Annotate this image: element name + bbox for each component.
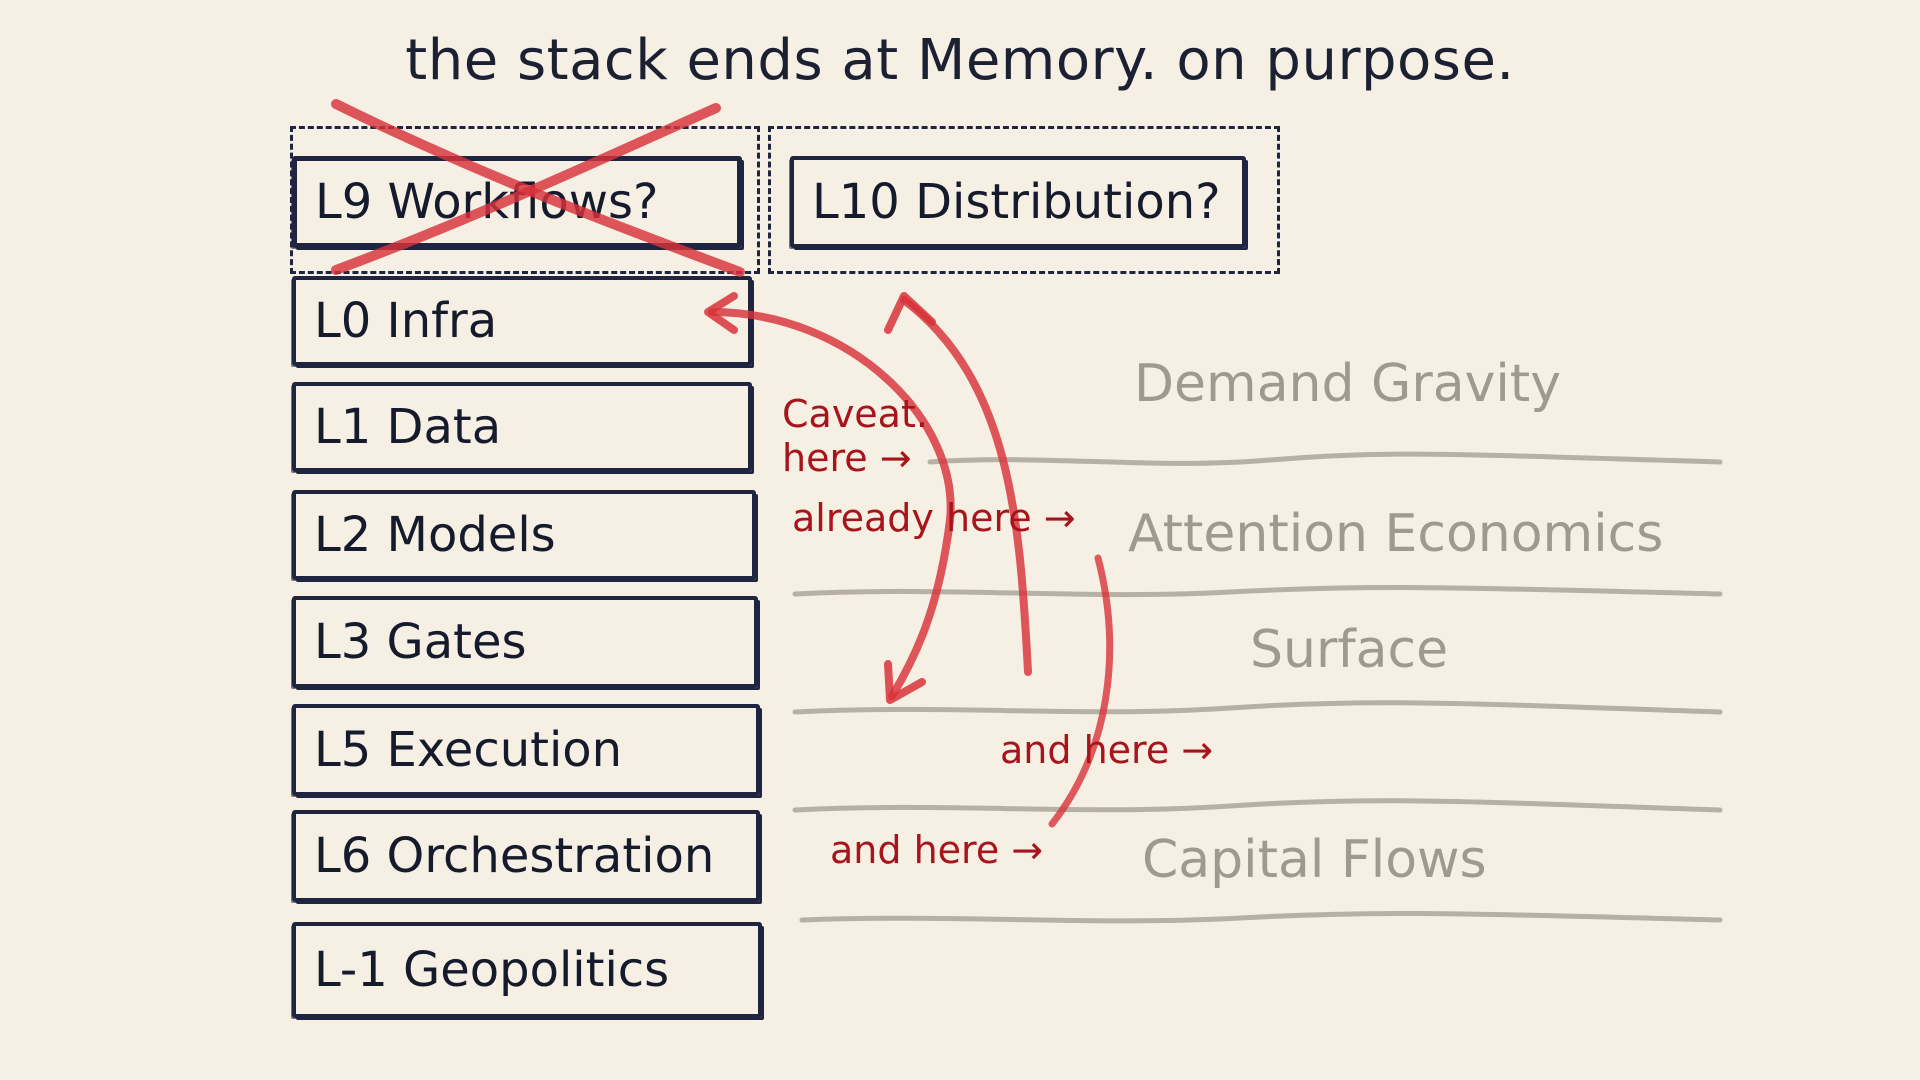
rejected-group-right [768, 126, 1280, 274]
stack-layer-execution: L5 Execution [292, 704, 760, 796]
band-label-surface: Surface [1250, 620, 1449, 680]
band-divider-3 [792, 700, 1723, 715]
band-divider-1 [927, 451, 1723, 466]
stack-layer-infra: L0 Infra [292, 276, 752, 366]
stack-layer-models: L2 Models [292, 490, 756, 580]
rejected-layer-distribution: L10 Distribution? [790, 156, 1246, 248]
stack-layer-infra-label: L0 Infra [314, 293, 498, 349]
stack-layer-orchestration: L6 Orchestration [292, 810, 760, 902]
stack-layer-gates: L3 Gates [292, 596, 758, 688]
annotation-caveat-line1: Caveat. [782, 392, 928, 436]
band-label-demand-gravity: Demand Gravity [1134, 354, 1561, 414]
rejected-layer-distribution-label: L10 Distribution? [812, 174, 1221, 230]
annotation-caveat-line2: here → [782, 436, 912, 480]
annotation-already-here: already here → [792, 496, 1076, 540]
stack-layer-data-label: L1 Data [314, 399, 502, 455]
arrow-head-outer [884, 292, 936, 334]
arrow-arc-lower [1048, 554, 1114, 828]
stack-layer-data: L1 Data [292, 382, 752, 472]
annotation-and-here-2: and here → [830, 828, 1044, 872]
arrow-head-inner [884, 660, 926, 704]
annotation-caveat: Caveat. here → [782, 392, 928, 480]
band-divider-2 [792, 585, 1723, 598]
band-divider-5 [799, 911, 1723, 924]
stack-layer-orchestration-label: L6 Orchestration [314, 828, 715, 884]
rejected-layer-workflows: L9 Workflows? [292, 156, 742, 248]
stack-layer-geopolitics: L-1 Geopolitics [292, 922, 762, 1018]
stack-layer-geopolitics-label: L-1 Geopolitics [314, 942, 670, 998]
band-label-capital-flows: Capital Flows [1142, 830, 1487, 890]
stack-layer-execution-label: L5 Execution [314, 722, 623, 778]
rejected-layer-workflows-label: L9 Workflows? [315, 174, 659, 230]
band-label-attention-economics: Attention Economics [1128, 504, 1664, 564]
annotation-and-here-1: and here → [1000, 728, 1214, 772]
page-title: the stack ends at Memory. on purpose. [405, 28, 1515, 93]
stack-layer-gates-label: L3 Gates [314, 614, 527, 670]
arrow-arc-outer [900, 296, 1032, 676]
band-divider-4 [792, 798, 1723, 813]
stack-layer-models-label: L2 Models [314, 507, 556, 563]
